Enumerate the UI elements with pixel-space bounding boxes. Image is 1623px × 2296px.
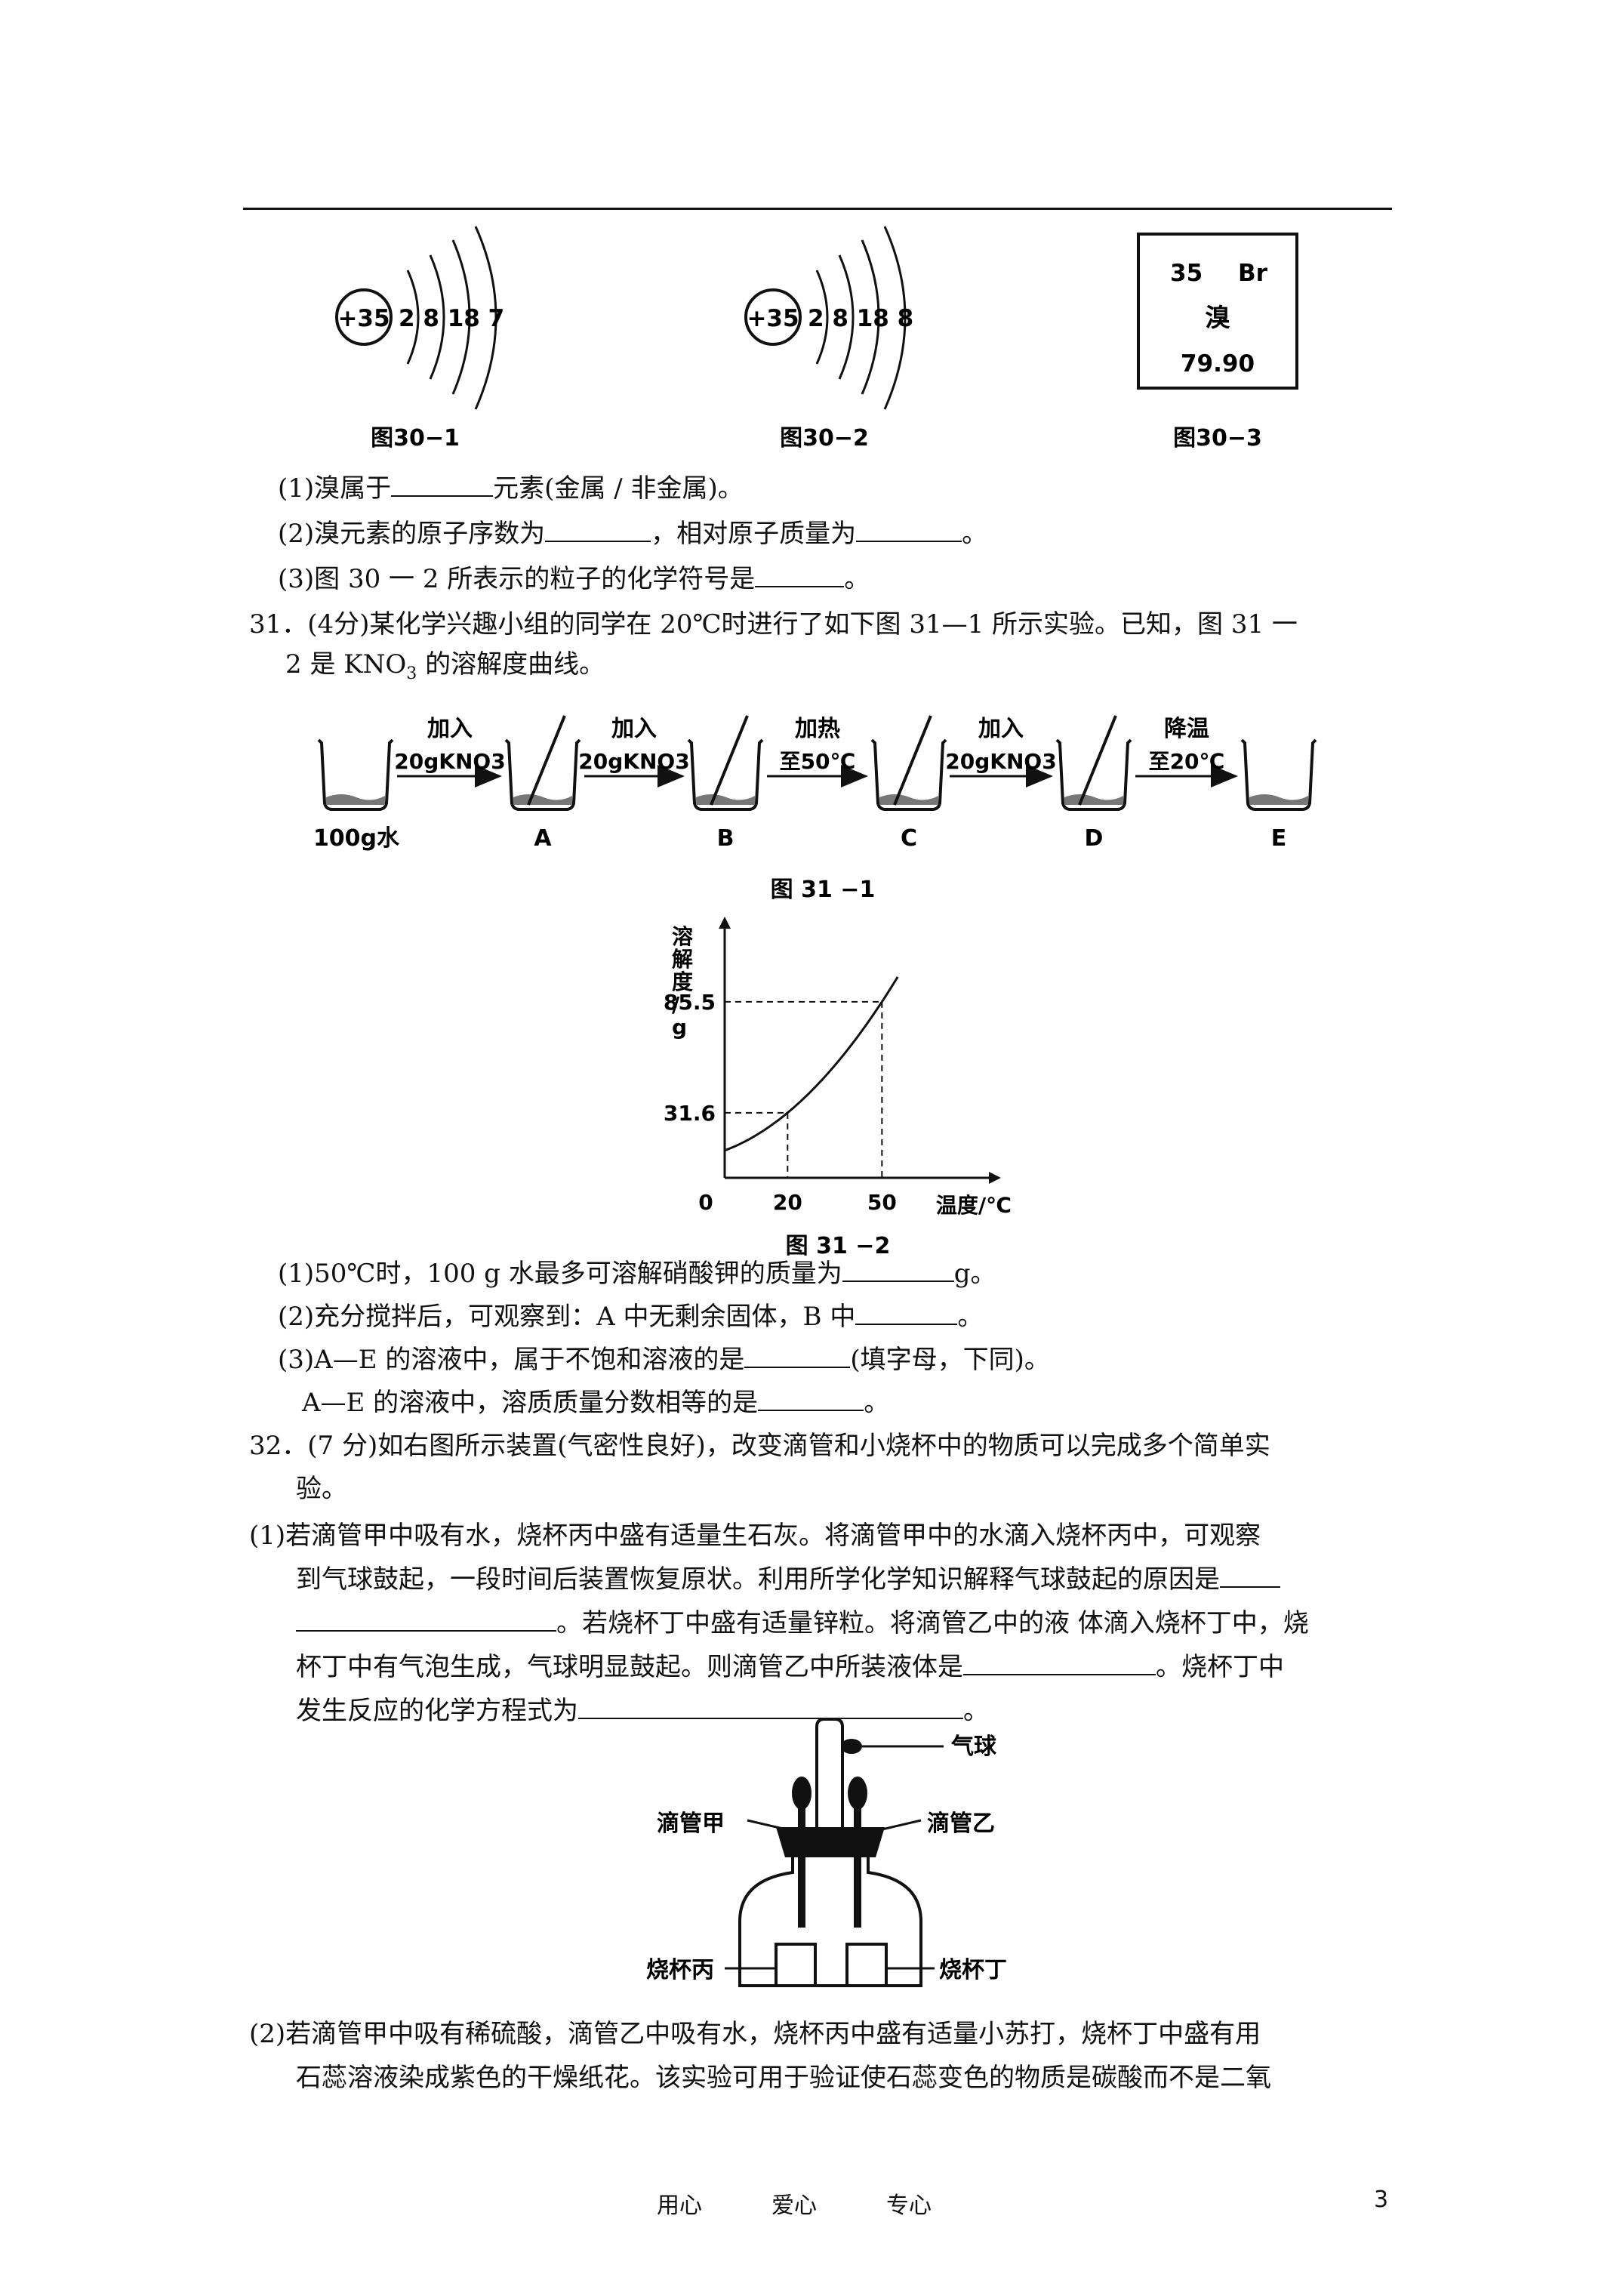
q32-intro-line2: 验。 [296, 1474, 347, 1504]
figure-30: +35 2 8 18 7 图30−1 +35 2 8 18 8 图30−2 35… [335, 226, 1298, 451]
q31-intro-line2: 2 是 KNO3 的溶解度曲线。 [285, 649, 605, 683]
beaker-d [1055, 714, 1132, 811]
atom1-caption: 图30−1 [371, 425, 460, 451]
label-balloon: 气球 [951, 1734, 997, 1760]
label-e: E [1271, 825, 1287, 852]
x-axis-label: 温度/℃ [936, 1193, 1012, 1218]
element-caption: 图30−3 [1173, 425, 1262, 451]
atom2-caption: 图30−2 [780, 425, 869, 451]
label-c: C [901, 825, 917, 852]
figure-31-1: 加入 20gKNO3 加入 20gKNO3 加热 至50℃ 加入 20gKNO3… [313, 714, 1317, 903]
q32-part1-line5: 发生反应的化学方程式为。 [296, 1695, 989, 1726]
apparatus-diagram: 气球 滴管甲 滴管乙 烧杯丙 烧杯丁 [646, 1718, 1007, 1987]
label-water: 100g水 [313, 825, 400, 852]
label-dropper-a: 滴管甲 [657, 1811, 725, 1837]
step2-bottom: 20gKNO3 [578, 749, 689, 774]
element-card: 35 Br 溴 79.90 图30−3 [1137, 233, 1298, 451]
beaker-b [687, 714, 764, 811]
step5-top: 降温 [1164, 716, 1209, 742]
label-a: A [534, 825, 552, 852]
step1-top: 加入 [427, 716, 473, 742]
answer-blank[interactable] [963, 1651, 1156, 1675]
q32-part1-line2: 到气球鼓起，一段时间后装置恢复原状。利用所学化学知识解释气球鼓起的原因是 [296, 1563, 1280, 1596]
beaker-a [504, 714, 581, 811]
element-number: 35 [1170, 260, 1203, 287]
x-tick-label: 0 [698, 1190, 713, 1215]
answer-blank[interactable] [578, 1695, 963, 1719]
q31-part4: A—E 的溶液中，溶质质量分数相等的是。 [302, 1387, 890, 1418]
x-tick-label: 20 [773, 1190, 802, 1215]
footer-motto: 用心爱心专心 [657, 2193, 932, 2219]
page-number: 3 [1374, 2187, 1389, 2213]
label-b: B [717, 825, 735, 852]
q30-part3: (3)图 30 一 2 所表示的粒子的化学符号是。 [278, 563, 870, 594]
q31-intro-line1: 31．(4分)某化学兴趣小组的同学在 20℃时进行了如下图 31—1 所示实验。… [249, 609, 1298, 639]
q32-part1-line4: 杯丁中有气泡生成，气球明显鼓起。则滴管乙中所装液体是。烧杯丁中 [296, 1651, 1284, 1682]
answer-blank[interactable] [855, 1301, 958, 1325]
label-d: D [1085, 825, 1104, 852]
step3-bottom: 至50℃ [780, 749, 856, 774]
atom2-shells: 2 8 18 8 [808, 305, 913, 332]
q30-part1: (1)溴属于元素(金属 / 非金属)。 [278, 473, 744, 504]
beaker-e [1240, 738, 1317, 811]
atom-diagram-1: +35 2 8 18 7 图30−1 [335, 226, 504, 451]
answer-blank[interactable] [1220, 1564, 1280, 1588]
step1-bottom: 20gKNO3 [394, 749, 505, 774]
beaker-c [870, 714, 947, 811]
q32-part1-line1: (1)若滴管甲中吸有水，烧杯丙中盛有适量生石灰。将滴管甲中的水滴入烧杯丙中，可观… [249, 1521, 1261, 1551]
answer-blank[interactable] [755, 563, 845, 587]
chart-caption: 图 31 −2 [786, 1233, 891, 1259]
step4-top: 加入 [978, 716, 1024, 742]
header-rule [243, 208, 1392, 210]
answer-blank[interactable] [391, 473, 494, 497]
figure-31-1-caption: 图 31 −1 [771, 877, 876, 903]
y-tick-label: 31.6 [664, 1101, 716, 1126]
q32-part2-line1: (2)若滴管甲中吸有稀硫酸，滴管乙中吸有水，烧杯丙中盛有适量小苏打，烧杯丁中盛有… [249, 2019, 1261, 2049]
y-axis-label: 溶解度/g [672, 924, 693, 1040]
element-mass: 79.90 [1181, 350, 1255, 378]
answer-blank[interactable] [758, 1387, 864, 1411]
solubility-curve [724, 976, 899, 1152]
label-beaker-c: 烧杯丙 [646, 1957, 714, 1983]
element-name: 溴 [1206, 303, 1231, 332]
label-beaker-d: 烧杯丁 [939, 1957, 1007, 1983]
q31-part3: (3)A—E 的溶液中，属于不饱和溶液的是(填字母，下同)。 [278, 1344, 1050, 1375]
answer-blank[interactable] [744, 1344, 851, 1368]
q30-part2: (2)溴元素的原子序数为，相对原子质量为。 [278, 518, 988, 549]
step4-bottom: 20gKNO3 [945, 749, 1056, 774]
atom1-nucleus: +35 [337, 305, 390, 332]
y-tick-label: 85.5 [664, 990, 716, 1015]
atom-diagram-2: +35 2 8 18 8 图30−2 [744, 226, 913, 451]
q32-intro-line1: 32．(7 分)如右图所示装置(气密性良好)，改变滴管和小烧杯中的物质可以完成多… [249, 1431, 1270, 1461]
atom1-shells: 2 8 18 7 [399, 305, 504, 332]
q31-part2: (2)充分搅拌后，可观察到：A 中无剩余固体，B 中。 [278, 1301, 984, 1332]
q32-part2-line2: 石蕊溶液染成紫色的干燥纸花。该实验可用于验证使石蕊变色的物质是碳酸而不是二氧 [296, 2063, 1271, 2093]
x-tick-label: 50 [867, 1190, 897, 1215]
element-symbol: Br [1238, 260, 1268, 287]
step2-top: 加入 [611, 716, 657, 742]
answer-blank[interactable] [856, 518, 962, 542]
beaker-water [317, 738, 394, 811]
atom2-nucleus: +35 [747, 305, 799, 332]
x-axis-arrow [989, 1172, 1001, 1184]
answer-blank[interactable] [545, 518, 651, 542]
answer-blank[interactable] [296, 1607, 556, 1632]
step5-bottom: 至20℃ [1149, 749, 1225, 774]
y-axis-arrow [719, 917, 731, 929]
q32-part1-line3: 。若烧杯丁中盛有适量锌粒。将滴管乙中的液 体滴入烧杯丁中，烧 [296, 1607, 1309, 1640]
answer-blank[interactable] [842, 1258, 954, 1282]
label-dropper-b: 滴管乙 [927, 1811, 995, 1837]
step3-top: 加热 [795, 716, 840, 742]
